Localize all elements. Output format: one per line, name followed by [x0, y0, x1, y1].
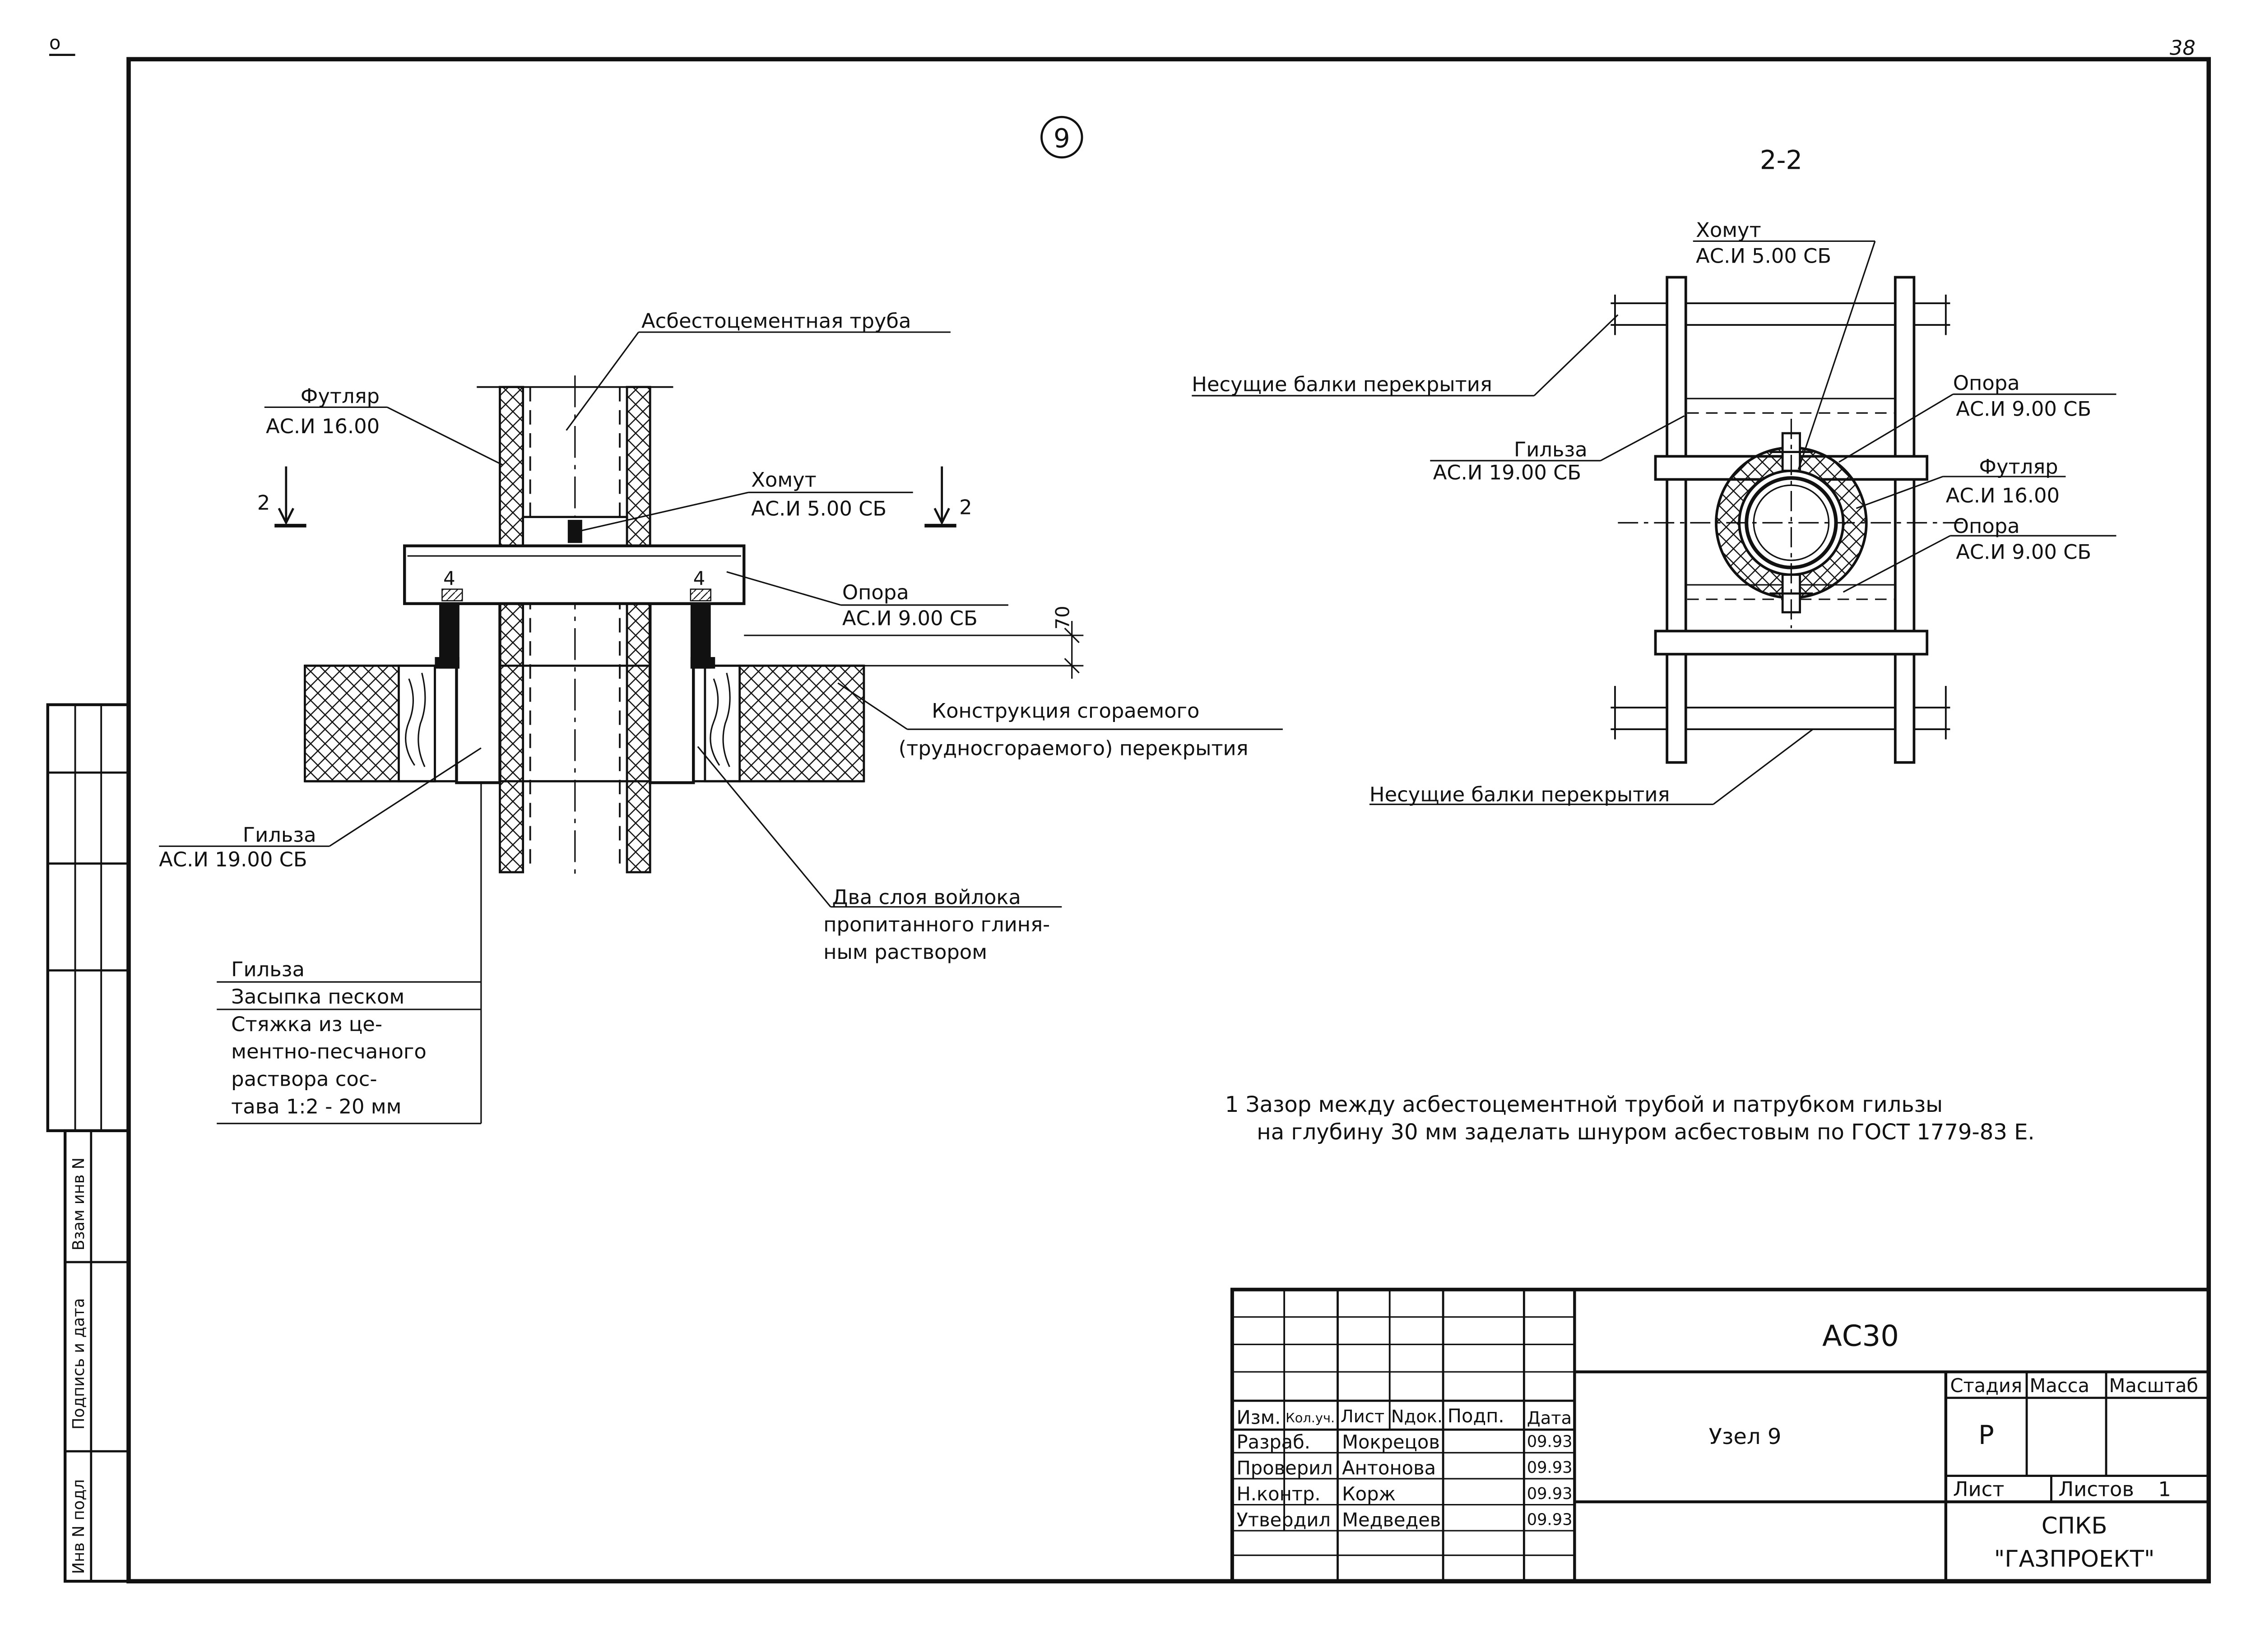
label-construction-1: Конструкция сгораемого: [932, 699, 1199, 722]
legend-1: Гильза: [231, 957, 305, 981]
sleeve-right-wall: [649, 602, 695, 784]
sleeve-left-wall: [455, 602, 501, 784]
section-mark-right: 2: [959, 495, 972, 519]
stamp-inv: Инв N подл: [70, 1479, 88, 1574]
r-label-support2-code: АС.И 9.00 СБ: [1956, 540, 2091, 564]
tb-row4-name: Медведев: [1342, 1509, 1441, 1531]
legend-4: ментно-песчаного: [231, 1040, 427, 1064]
page-number: 38: [2170, 36, 2196, 60]
tb-h-list: Лист: [1341, 1407, 1384, 1427]
tb-row2-date: 09.93: [1527, 1458, 1573, 1477]
case-right-wall: [626, 386, 651, 874]
tb-designation: АС30: [1822, 1320, 1899, 1353]
r-label-beams-top: Несущие балки перекрытия: [1192, 372, 1492, 396]
case-left-wall: [499, 386, 525, 874]
support-bottom: [1654, 629, 1929, 656]
tb-row2-role: Проверил: [1237, 1457, 1333, 1479]
legend-2: Засыпка песком: [231, 985, 404, 1009]
num-right: 4: [693, 567, 705, 589]
post-right: [1894, 276, 1916, 764]
tb-stage-label: Стадия: [1950, 1374, 2022, 1397]
num-left: 4: [443, 567, 455, 589]
label-case-name: Футляр: [301, 384, 380, 408]
dim-70: 70: [1051, 606, 1073, 629]
tb-h-kol: Кол.уч.: [1286, 1410, 1335, 1425]
r-label-sleeve-name: Гильза: [1514, 437, 1588, 461]
tb-h-izm: Изм.: [1237, 1406, 1281, 1428]
r-label-beams-bottom: Несущие балки перекрытия: [1369, 782, 1670, 806]
tb-h-podp: Подп.: [1448, 1405, 1504, 1427]
node-number-circle: [1040, 116, 1083, 159]
tb-sheets-label: Листов: [2058, 1477, 2134, 1501]
tb-org-line1: СПКБ: [2042, 1513, 2107, 1540]
r-label-case-name: Футляр: [1979, 455, 2058, 479]
tb-row1-role: Разраб.: [1237, 1431, 1310, 1453]
tb-sheets-value: 1: [2158, 1477, 2171, 1501]
section-mark-left: 2: [257, 491, 270, 515]
label-felt-3: ным раствором: [823, 940, 987, 964]
tb-row1-name: Мокрецов: [1342, 1431, 1440, 1453]
tb-row2-name: Антонова: [1342, 1457, 1436, 1479]
label-support-code: АС.И 9.00 СБ: [842, 606, 978, 630]
label-support-name: Опора: [842, 580, 909, 604]
left-section-view: 4 4 2 2 70 Асбестоцементная труба Футляр…: [159, 309, 1283, 1124]
tb-org-line2: "ГАЗПРОЕКТ": [1994, 1546, 2155, 1573]
tb-h-ndok: Nдок.: [1391, 1407, 1443, 1427]
tb-row3-name: Корж: [1342, 1483, 1396, 1505]
tb-sheet-label: Лист: [1953, 1477, 2005, 1501]
tb-row1-date: 09.93: [1527, 1433, 1573, 1451]
tb-row4-date: 09.93: [1527, 1510, 1573, 1529]
tb-stage-value: Р: [1978, 1420, 1994, 1450]
stamp-podpis: Подпись и дата: [70, 1298, 88, 1430]
r-label-sleeve-code: АС.И 19.00 СБ: [1433, 460, 1581, 484]
section-label: 2-2: [1760, 145, 1802, 175]
r-label-case-code: АС.И 16.00: [1946, 484, 2060, 508]
corner-mark: o: [49, 32, 60, 54]
tb-row3-role: Н.контр.: [1237, 1483, 1321, 1505]
tb-h-data: Дата: [1527, 1408, 1572, 1428]
label-clamp-code: АС.И 5.00 СБ: [751, 496, 887, 520]
side-stamp: Взам инв N Подпись и дата Инв N подл: [46, 703, 130, 1583]
tb-mass-label: Масса: [2029, 1374, 2089, 1397]
r-label-support1-code: АС.И 9.00 СБ: [1956, 397, 2091, 421]
tb-row4-role: Утвердил: [1237, 1509, 1331, 1531]
tb-title: Узел 9: [1709, 1424, 1782, 1449]
stamp-vzam: Взам инв N: [70, 1157, 88, 1250]
label-asbestos-pipe: Асбестоцементная труба: [641, 309, 911, 333]
legend-6: тава 1:2 - 20 мм: [231, 1094, 401, 1118]
legend-5: раствора сос-: [231, 1067, 377, 1091]
wood-joist-right: [704, 664, 741, 782]
r-label-support2-name: Опора: [1953, 514, 2020, 538]
tb-scale-label: Масштаб: [2109, 1374, 2198, 1397]
r-label-clamp-code: АС.И 5.00 СБ: [1696, 244, 1831, 268]
label-case-code: АС.И 16.00: [266, 414, 380, 438]
r-label-support1-name: Опора: [1953, 371, 2020, 395]
label-felt-1: Два слоя войлока: [832, 885, 1021, 909]
legend-3: Стяжка из це-: [231, 1012, 382, 1036]
label-clamp-name: Хомут: [751, 467, 817, 491]
label-construction-2: (трудносгораемого) перекрытия: [899, 736, 1249, 760]
label-felt-2: пропитанного глиня-: [823, 912, 1050, 936]
note-line-2: на глубину 30 мм заделать шнуром асбесто…: [1257, 1120, 2034, 1145]
title-block: Изм. Кол.уч. Лист Nдок. Подп. Дата Разра…: [1230, 1287, 2211, 1583]
right-section-view: 2-2 Хомут АС.И 5: [1192, 145, 2117, 806]
label-sleeve-code: АС.И 19.00 СБ: [159, 847, 307, 871]
note-line-1: 1 Зазор между асбестоцементной трубой и …: [1225, 1092, 1943, 1117]
label-sleeve-name: Гильза: [243, 823, 316, 847]
post-left: [1666, 276, 1687, 764]
r-label-clamp-name: Хомут: [1696, 218, 1761, 242]
floor-insulation-right: [738, 664, 865, 782]
wood-joist-left: [398, 664, 436, 782]
tb-row3-date: 09.93: [1527, 1485, 1573, 1503]
node-number: 9: [1054, 123, 1070, 153]
